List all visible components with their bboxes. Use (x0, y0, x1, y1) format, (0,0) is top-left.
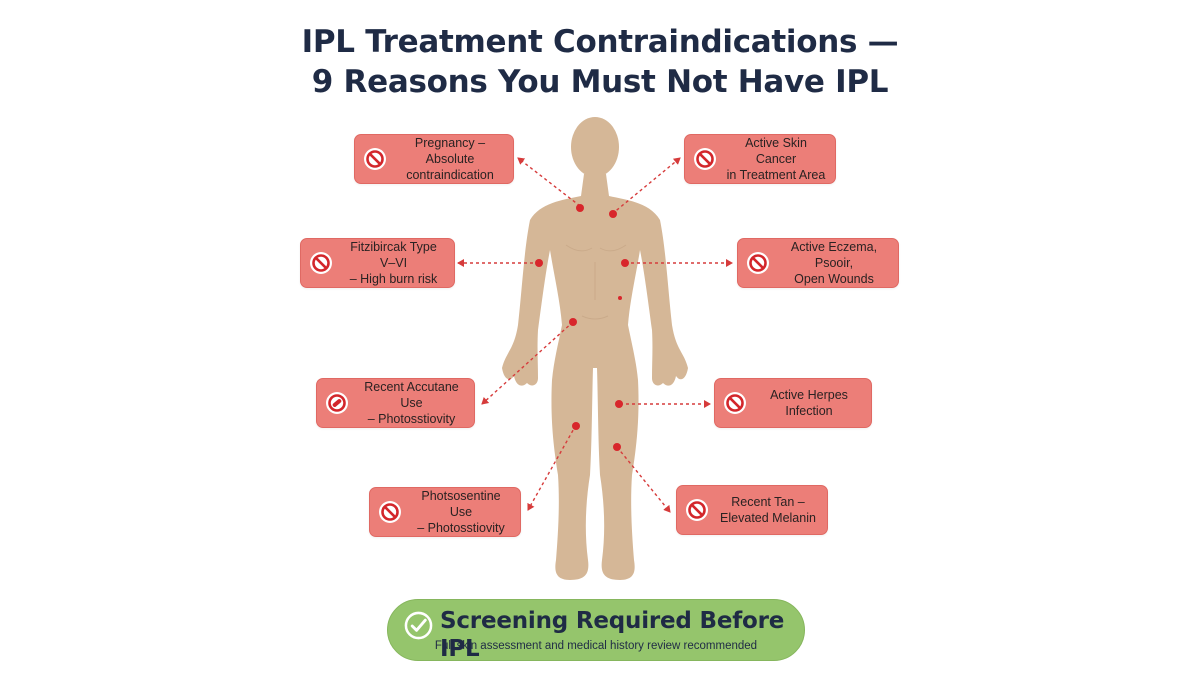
marker-herpes (615, 400, 623, 408)
banner-subtext: Full skin assessment and medical history… (434, 640, 758, 652)
no-medication-icon (326, 392, 348, 414)
callout-photosensitive-line1: Photsosentine Use (421, 489, 501, 519)
marker-fitzpatrick (535, 259, 543, 267)
callout-fitzpatrick-line2: – High burn risk (349, 272, 438, 286)
marker-abdomen (618, 296, 622, 300)
arrow-pregnancy (517, 157, 581, 207)
head (571, 117, 619, 177)
callout-eczema-line1: Active Eczema, Psooir, (790, 240, 878, 270)
callout-pregnancy-line2: contraindication (406, 168, 494, 182)
callout-photosensitive: Photsosentine Use – Photosstiovity (369, 487, 521, 537)
page-title: IPL Treatment Contraindications — 9 Reas… (0, 22, 1200, 102)
arrow-skin-cancer (611, 157, 681, 215)
marker-tan (613, 443, 621, 451)
torso-and-limbs (502, 174, 688, 580)
callout-skin-cancer-line2: in Treatment Area (726, 168, 826, 182)
check-circle-icon (404, 611, 433, 640)
callout-eczema-line2: Open Wounds (794, 272, 874, 286)
marker-accutane (569, 318, 577, 326)
callout-pregnancy: Pregnancy – Absolute contraindication (354, 134, 514, 184)
arrow-tan (616, 446, 671, 513)
prohibited-icon (379, 501, 401, 523)
callout-accutane: Recent Accutane Use – Photosstiovity (316, 378, 475, 428)
callout-skin-cancer-line1: Active Skin Cancer (745, 136, 807, 166)
callout-tan-line2: Elevated Melanin (720, 511, 816, 525)
callout-photosensitive-line2: – Photosstiovity (417, 521, 505, 535)
callout-tan: Recent Tan – Elevated Melanin (676, 485, 828, 535)
callout-fitzpatrick: Fitzibircak Type V–VI – High burn risk (300, 238, 455, 288)
prohibited-icon (310, 252, 332, 274)
callout-accutane-line1: Recent Accutane Use (364, 380, 459, 410)
title-line-1: IPL Treatment Contraindications — (301, 24, 899, 60)
marker-skin-cancer (609, 210, 617, 218)
prohibited-icon (747, 252, 769, 274)
marker-pregnancy (576, 204, 584, 212)
title-line-2: 9 Reasons You Must Not Have IPL (311, 64, 889, 100)
prohibited-icon (686, 499, 708, 521)
callout-eczema: Active Eczema, Psooir, Open Wounds (737, 238, 899, 288)
marker-eczema (621, 259, 629, 267)
screening-banner: Screening Required Before IPL Full skin … (387, 599, 805, 662)
marker-photosensitive (572, 422, 580, 430)
body-markers (535, 204, 629, 451)
callout-tan-line1: Recent Tan – (731, 495, 805, 509)
arrow-accutane (481, 321, 574, 405)
callout-herpes-line1: Active Herpes (770, 388, 848, 402)
prohibited-icon (364, 148, 386, 170)
callout-pregnancy-line1: Pregnancy – Absolute (414, 136, 486, 166)
callout-accutane-line2: – Photosstiovity (367, 412, 456, 426)
callout-skin-cancer: Active Skin Cancer in Treatment Area (684, 134, 836, 184)
banner-heading: Screening Required Before IPL (440, 608, 785, 662)
arrow-photosensitive (527, 424, 577, 511)
callout-herpes-line2: Infection (785, 404, 833, 418)
human-body-figure (502, 117, 688, 580)
prohibited-icon (724, 392, 746, 414)
prohibited-icon (694, 148, 716, 170)
anatomy-lines (565, 244, 627, 320)
callout-fitzpatrick-line1: Fitzibircak Type V–VI (350, 240, 437, 270)
leader-arrows (457, 157, 733, 513)
